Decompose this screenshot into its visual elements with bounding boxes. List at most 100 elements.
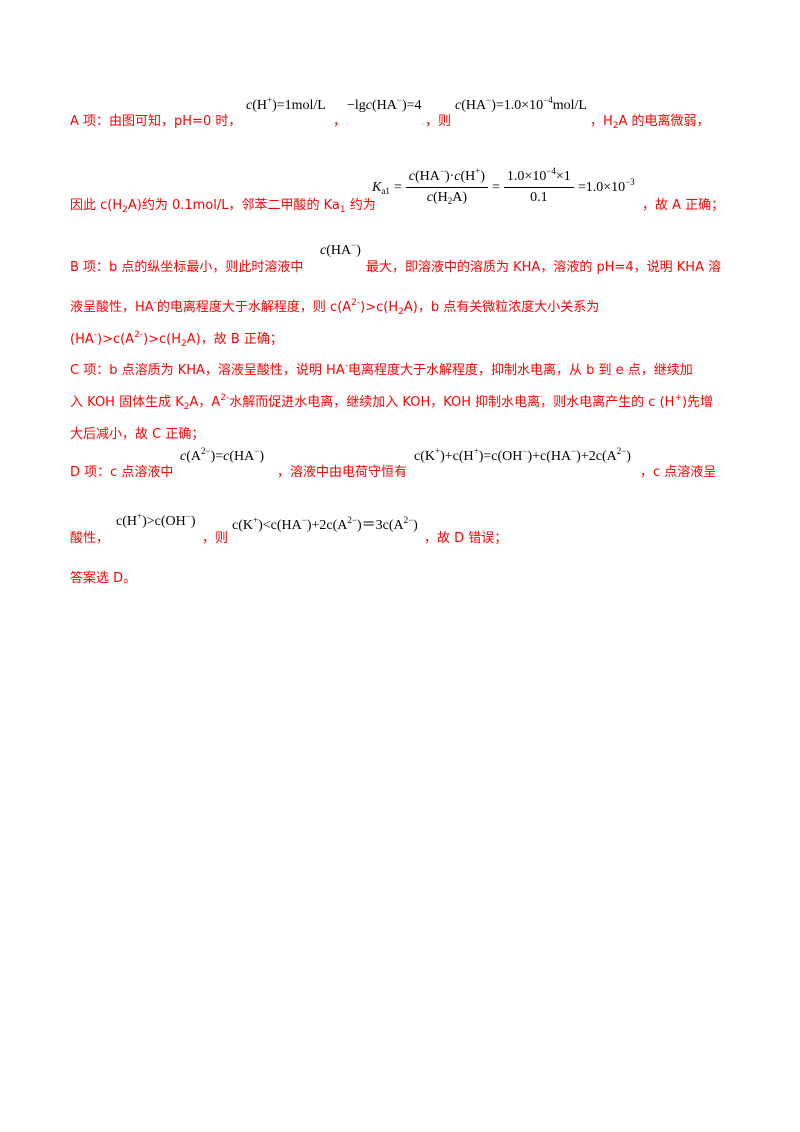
formula-sup: − xyxy=(254,446,260,456)
text-sub: 2 xyxy=(183,402,190,412)
formula-neg-log-ha: −lgc(HA−)=4 xyxy=(347,95,422,114)
formula-part: (H xyxy=(252,98,267,113)
text-part: A)，b 点有关微粒浓度大小关系为 xyxy=(403,300,600,315)
line-c-3: 大后减小，故 C 正确； xyxy=(70,427,205,442)
formula-b-ha: c(HA−) xyxy=(320,240,361,259)
formula-part: (A xyxy=(186,449,201,464)
formula-part: )=4 xyxy=(401,98,422,113)
line-d-intro: D 项：c 点溶液中 xyxy=(70,465,174,480)
text-sub: 2 xyxy=(181,339,187,349)
text-sup: - xyxy=(344,361,348,371)
line-b-intro: B 项：b 点的纵坐标最小，则此时溶液中 xyxy=(70,260,304,275)
formula-part: )· xyxy=(444,169,455,184)
line-b-2: 液呈酸性，HA-的电离程度大于水解程度，则 c(A2-)>c(H2A)，b 点有… xyxy=(70,296,600,317)
var-k: K xyxy=(372,179,382,195)
line-c-2: 入 KOH 固体生成 K2A，A2-水解而促进水电离，继续加入 KOH，KOH … xyxy=(70,391,714,412)
text-part: 电离程度大于水解程度，抑制水电离，从 b 到 e 点，继续加 xyxy=(347,363,693,378)
formula-part: )= xyxy=(210,449,224,464)
line-b-continue: 最大，即溶液中的溶质为 KHA，溶液的 pH=4，说明 KHA 溶 xyxy=(366,260,722,275)
text-part: (HA xyxy=(70,332,94,347)
fraction-numeric: 1.0×10−4×1 0.1 xyxy=(503,166,574,206)
line-a-intro: A 项：由图可知，pH=0 时， xyxy=(70,114,242,129)
text-sup: 2- xyxy=(351,298,361,308)
formula-sub: 2 xyxy=(447,196,453,206)
text-part: 因此 c(H xyxy=(70,198,123,213)
formula-part: ) xyxy=(259,449,264,464)
formula-part: c(K xyxy=(414,449,435,464)
formula-sub: a1 xyxy=(381,185,390,196)
text-part: 水解而促进水电离，继续加入 KOH，KOH 抑制水电离，则水电离产生的 c (H xyxy=(229,395,675,410)
formula-part: 1.0×10 xyxy=(506,169,547,184)
fraction-numerator: c(HA−)·c(H+) xyxy=(405,166,489,188)
var-c: c xyxy=(223,449,230,464)
line-d2-intro: 酸性， xyxy=(70,531,110,546)
formula-sup: + xyxy=(137,511,143,521)
formula-part: c(K xyxy=(232,518,253,533)
text-part: C 项：b 点溶质为 KHA，溶液呈酸性，说明 HA xyxy=(70,363,345,378)
fraction-denominator: c(H2A) xyxy=(406,188,488,206)
line-d-continue: ，溶液中由电荷守恒有 xyxy=(277,465,408,480)
formula-part: (H xyxy=(432,190,448,205)
formula-part: ) xyxy=(413,518,418,533)
line-d2-sep: ，则 xyxy=(202,531,229,546)
equals-sign: = xyxy=(492,179,500,195)
formula-k-inequality: c(K+)<c(HA−)+2c(A2−)＝3c(A2−) xyxy=(232,514,418,534)
formula-sup: 2− xyxy=(616,446,627,456)
text-part: 液呈酸性，HA xyxy=(70,300,154,315)
formula-part: )+c(H xyxy=(440,449,474,464)
formula-part: )＝3c(A xyxy=(356,518,404,533)
formula-part: ×1 xyxy=(555,169,571,184)
formula-part: (H xyxy=(460,169,476,184)
formula-part: )<c(HA xyxy=(258,518,302,533)
formula-ha-concentration: c(HA−)=1.0×10−4mol/L xyxy=(455,95,587,114)
text-part: A)，故 B 正确； xyxy=(186,332,283,347)
formula-sup: + xyxy=(253,515,259,525)
formula-sup: 2− xyxy=(403,515,414,525)
formula-sup: −4 xyxy=(546,166,556,176)
formula-part: =1.0×10 xyxy=(577,179,626,195)
formula-part: (HA xyxy=(372,98,397,113)
formula-part: )+2c(A xyxy=(306,518,348,533)
var-c: c xyxy=(180,449,187,464)
text-part: A)约为 0.1mol/L，邻苯二甲酸的 Ka xyxy=(127,198,340,213)
line-c-1: C 项：b 点溶质为 KHA，溶液呈酸性，说明 HA-电离程度大于水解程度，抑制… xyxy=(70,359,693,378)
fraction-numerator: 1.0×10−4×1 xyxy=(503,166,574,188)
line-ka-intro: 因此 c(H2A)约为 0.1mol/L，邻苯二甲酸的 Ka1 约为 xyxy=(70,194,376,215)
formula-sup: − xyxy=(439,166,445,176)
var-c: c xyxy=(454,169,461,184)
text-part: 的电离程度大于水解程度，则 c(A xyxy=(156,300,352,315)
formula-part: ) xyxy=(356,243,361,258)
ka1-symbol: Ka1 xyxy=(372,180,390,196)
text-sup: 2- xyxy=(220,393,230,403)
equals-sign: = xyxy=(393,179,402,195)
formula-part: )=c(OH xyxy=(478,449,523,464)
fraction-concentration: c(HA−)·c(H+) c(H2A) xyxy=(405,166,489,206)
formula-sup: −4 xyxy=(543,95,553,105)
var-c: c xyxy=(408,169,415,184)
formula-sup: + xyxy=(267,95,273,105)
line-ka-tail: ，故 A 正确； xyxy=(642,198,725,213)
text-part: 约为 xyxy=(345,198,376,213)
text-sub: 1 xyxy=(339,205,346,215)
var-c: c xyxy=(426,190,433,205)
formula-sup: + xyxy=(475,166,481,176)
fraction-denominator: 0.1 xyxy=(530,190,548,205)
ka1-equation: Ka1 = c(HA−)·c(H+) c(H2A) = 1.0×10−4×1 0… xyxy=(372,166,635,206)
formula-sup: − xyxy=(185,511,191,521)
text-sub: 2 xyxy=(612,121,619,131)
line-a-sep1: ， xyxy=(333,114,347,129)
text-part: )>c(A xyxy=(97,332,135,347)
formula-d-a2-eq-ha: c(A2−)=c(HA−) xyxy=(180,446,264,465)
text-part: )先增 xyxy=(681,395,714,410)
text-sup: + xyxy=(674,393,682,403)
formula-part: )=1.0×10 xyxy=(491,98,544,113)
text-part: ，H xyxy=(590,114,613,129)
line-a-sep2: ，则 xyxy=(425,114,452,129)
formula-part: mol/L xyxy=(552,98,587,113)
formula-part: (HA xyxy=(229,449,255,464)
text-part: A 的电离微弱， xyxy=(618,114,710,129)
line-b-3: (HA-)>c(A2-)>c(H2A)，故 B 正确； xyxy=(70,328,283,349)
ka1-result: =1.0×10−3 xyxy=(577,177,635,196)
formula-part: (HA xyxy=(461,98,487,113)
